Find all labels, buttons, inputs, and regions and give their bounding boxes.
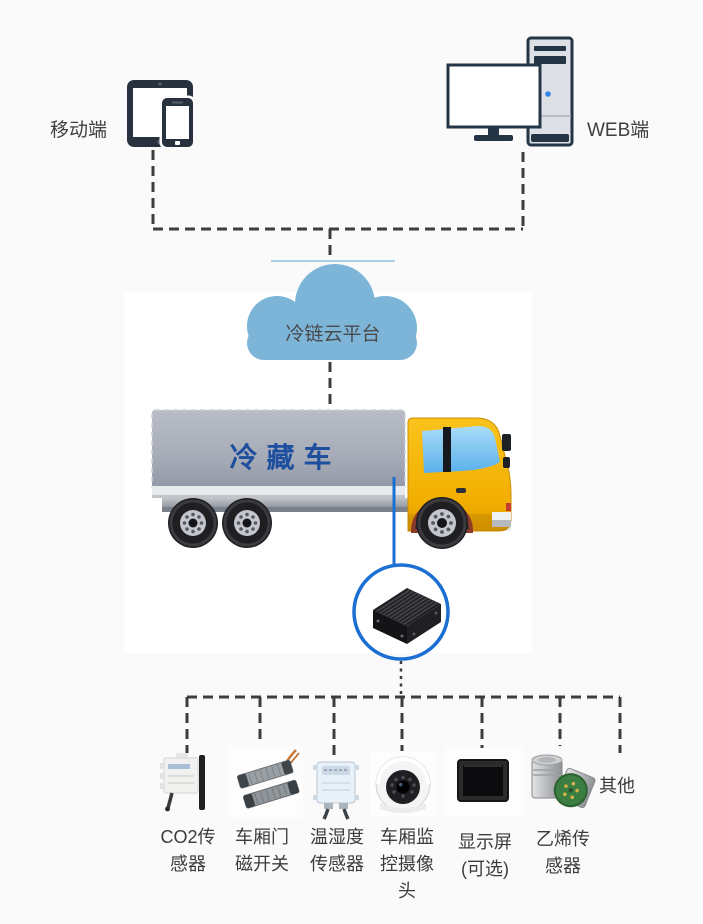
other-label: 其他 xyxy=(599,776,635,796)
web-label: WEB端 xyxy=(587,120,650,141)
co2-sensor-image xyxy=(160,753,205,812)
temperature-humidity-sensor-image xyxy=(313,761,359,820)
ethylene-sensor-image xyxy=(531,754,596,809)
mobile-label: 移动端 xyxy=(50,120,108,141)
vehicle-terminal-box-icon xyxy=(373,588,441,644)
cloud-icon xyxy=(247,260,417,360)
display-screen-image xyxy=(444,748,524,816)
temperature-humidity-sensor-label: 温湿度 传感器 xyxy=(310,827,364,874)
cabin-camera-image xyxy=(370,751,436,817)
door-magnet-switch-label: 车厢门 磁开关 xyxy=(235,827,289,874)
display-screen-label: 显示屏 (可选) xyxy=(458,832,512,879)
door-magnet-switch-image xyxy=(227,746,303,818)
refrigerated-truck-icon xyxy=(151,409,512,549)
ethylene-sensor-label: 乙烯传 感器 xyxy=(536,829,590,876)
cloud-platform-label: 冷链云平台 xyxy=(285,324,381,345)
desktop-computer-icon xyxy=(446,36,574,147)
cabin-camera-label: 车厢监 控摄像 头 xyxy=(380,827,434,901)
co2-sensor-label: CO2传 感器 xyxy=(160,827,216,874)
tablet-phone-icon xyxy=(127,80,196,150)
truck-label: 冷藏车 xyxy=(229,442,341,473)
